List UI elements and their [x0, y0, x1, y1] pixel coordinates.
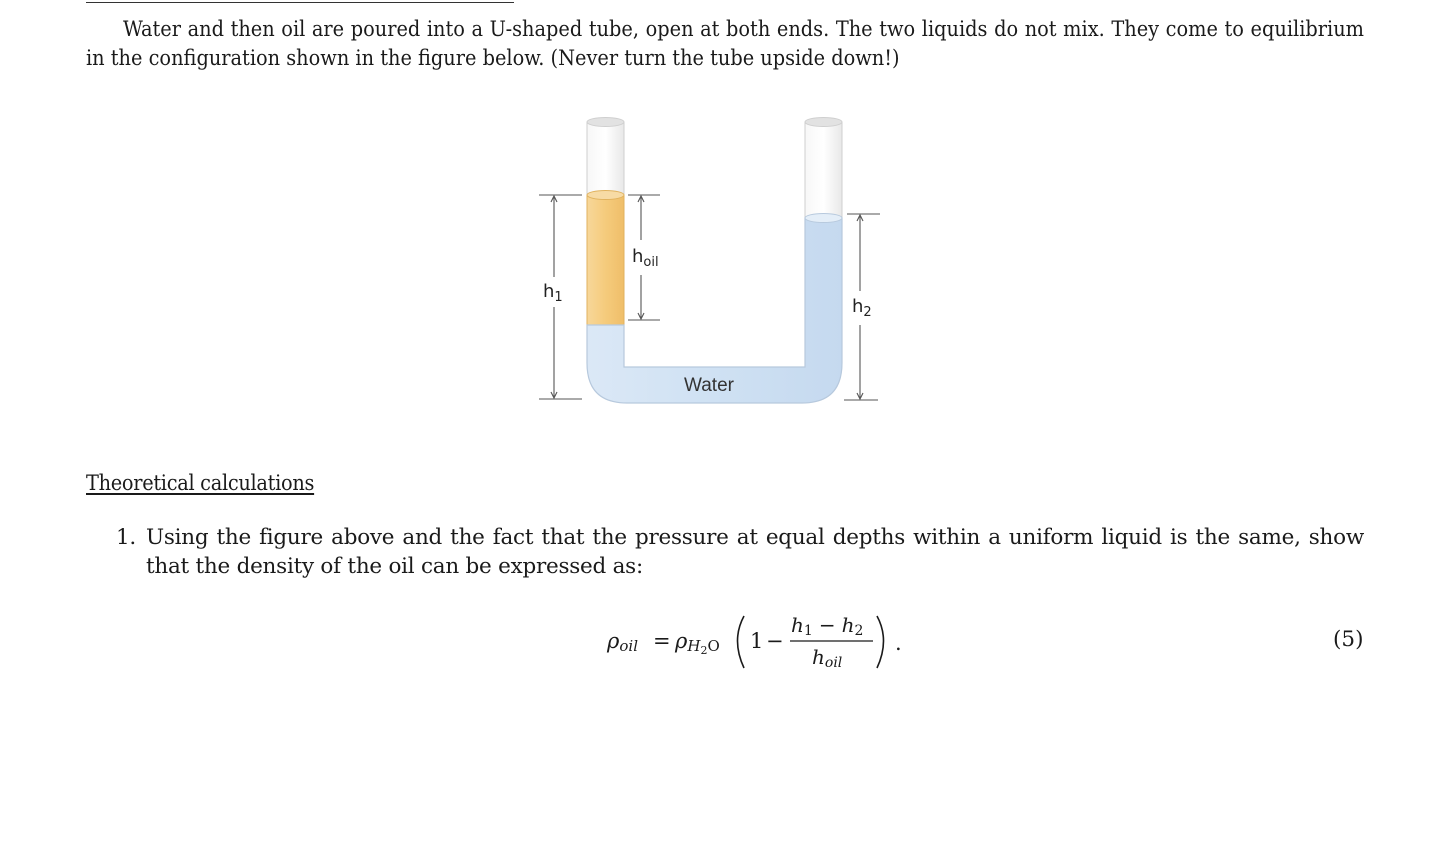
section-title: Theoretical calculations [86, 471, 315, 496]
eq-left-paren [736, 615, 745, 669]
h2-dimension [844, 213, 880, 401]
density-equation: ρoil = ρH2O 1 − h1−h2 hoil . [606, 613, 902, 671]
question-item: 1. Using the figure above and the fact t… [116, 523, 1364, 581]
intro-text: Water and then oil are poured into a U-s… [86, 17, 1364, 71]
h-oil-label: hoil [632, 246, 659, 270]
intro-paragraph: Water and then oil are poured into a U-s… [86, 16, 1364, 73]
left-tube-empty [586, 117, 625, 196]
right-tube-empty [804, 117, 843, 219]
question-text: Using the figure above and the fact that… [146, 525, 1364, 579]
h1-dimension [539, 194, 582, 400]
eq-one: 1 [750, 629, 763, 653]
h1-label: h1 [543, 281, 563, 305]
top-rule [86, 2, 514, 3]
water-surface-right [804, 213, 843, 223]
eq-rho-oil: ρoil [606, 629, 638, 655]
eq-numerator: h1−h2 [791, 613, 863, 639]
eq-rho-water: ρH2O [674, 629, 720, 657]
oil-column [586, 190, 625, 326]
eq-minus: − [766, 629, 784, 653]
eq-period: . [895, 631, 902, 655]
eq-denominator: hoil [812, 645, 842, 671]
equation-number: (5) [1333, 627, 1364, 652]
water-label: Water [684, 375, 735, 396]
u-tube-figure: hoil h1 h2 Water [539, 117, 880, 404]
h2-label: h2 [852, 296, 872, 320]
question-number: 1. [116, 525, 137, 550]
h-oil-dimension [628, 194, 660, 321]
eq-right-paren [876, 615, 885, 669]
eq-equals: = [653, 629, 671, 653]
